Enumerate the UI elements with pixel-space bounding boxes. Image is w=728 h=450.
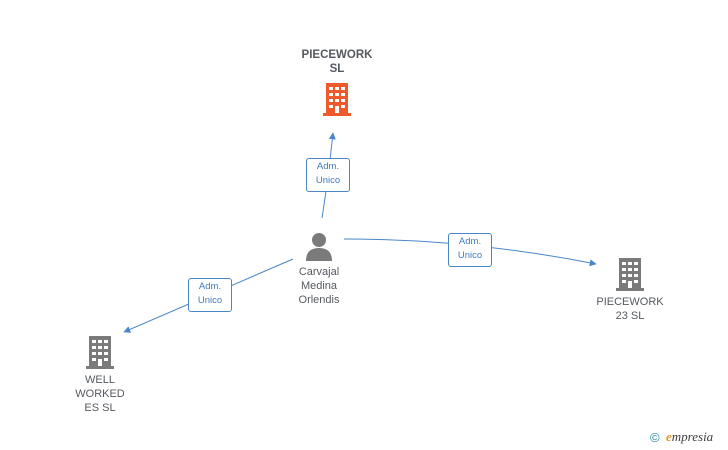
company-node-piecework-sl[interactable]: PIECEWORK SL <box>282 48 392 116</box>
brand-logo[interactable]: empresia <box>666 429 713 445</box>
company-node-piecework-23[interactable]: PIECEWORK 23 SL <box>575 255 685 323</box>
person-icon <box>306 233 332 261</box>
building-icon <box>86 336 114 369</box>
brand-logo-initial: e <box>666 429 672 444</box>
building-icon <box>323 83 351 116</box>
copyright-symbol: © <box>650 430 660 445</box>
person-node[interactable]: Carvajal Medina Orlendis <box>272 231 366 307</box>
company-label: WELL WORKED ES SL <box>75 374 125 414</box>
company-label: PIECEWORK 23 SL <box>596 296 664 322</box>
company-node-well-worked[interactable]: WELL WORKED ES SL <box>55 333 145 415</box>
edge-label-adm-unico[interactable]: Adm. Unico <box>448 233 492 267</box>
company-label: PIECEWORK SL <box>301 49 373 75</box>
person-label: Carvajal Medina Orlendis <box>298 266 340 306</box>
building-icon <box>616 258 644 291</box>
brand-logo-text: mpresia <box>671 429 714 444</box>
edge-label-adm-unico[interactable]: Adm. Unico <box>306 158 350 192</box>
edge-label-adm-unico[interactable]: Adm. Unico <box>188 278 232 312</box>
